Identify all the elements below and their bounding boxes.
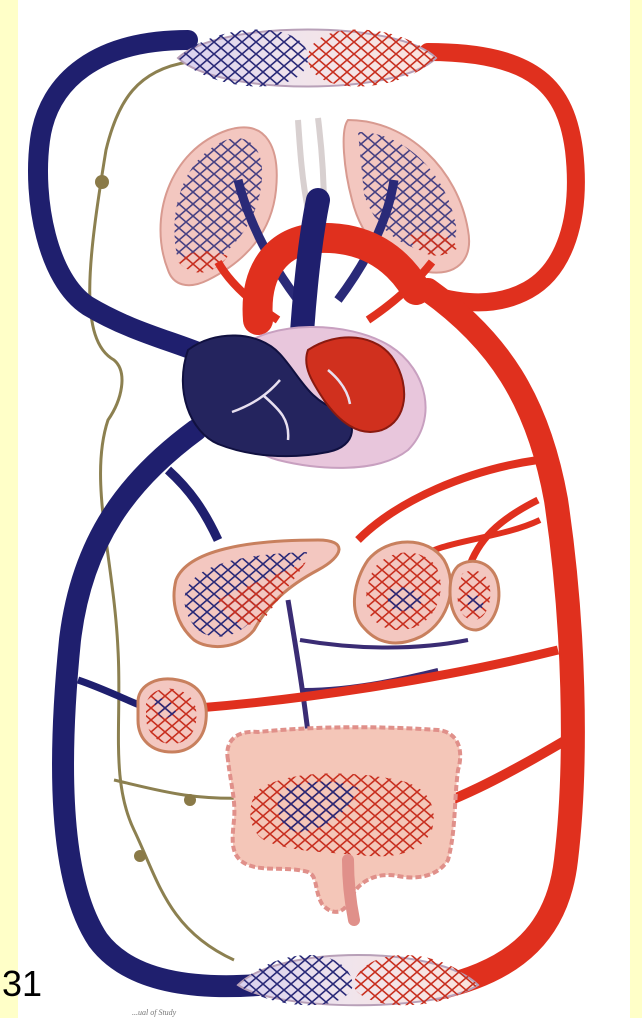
lymph-node	[95, 175, 109, 189]
stomach	[354, 542, 450, 643]
kidney	[138, 679, 206, 752]
lower-capillary-bed	[238, 955, 478, 1005]
hepatic-vein	[168, 470, 218, 540]
circulatory-diagram	[18, 0, 630, 1018]
spleen	[450, 561, 499, 630]
upper-capillary-bed	[178, 30, 436, 87]
liver	[174, 540, 339, 647]
heart	[183, 327, 426, 468]
circulatory-system-illustration	[18, 0, 630, 1018]
lymph-node	[184, 794, 196, 806]
renal-artery	[198, 650, 558, 708]
lymph-node	[134, 850, 146, 862]
figure-caption: ...ual of Study	[132, 1008, 176, 1017]
lymphatic-branch	[114, 780, 248, 798]
slide-number: 31	[2, 966, 42, 1002]
descending-aorta	[428, 290, 573, 988]
intestines	[227, 727, 460, 920]
